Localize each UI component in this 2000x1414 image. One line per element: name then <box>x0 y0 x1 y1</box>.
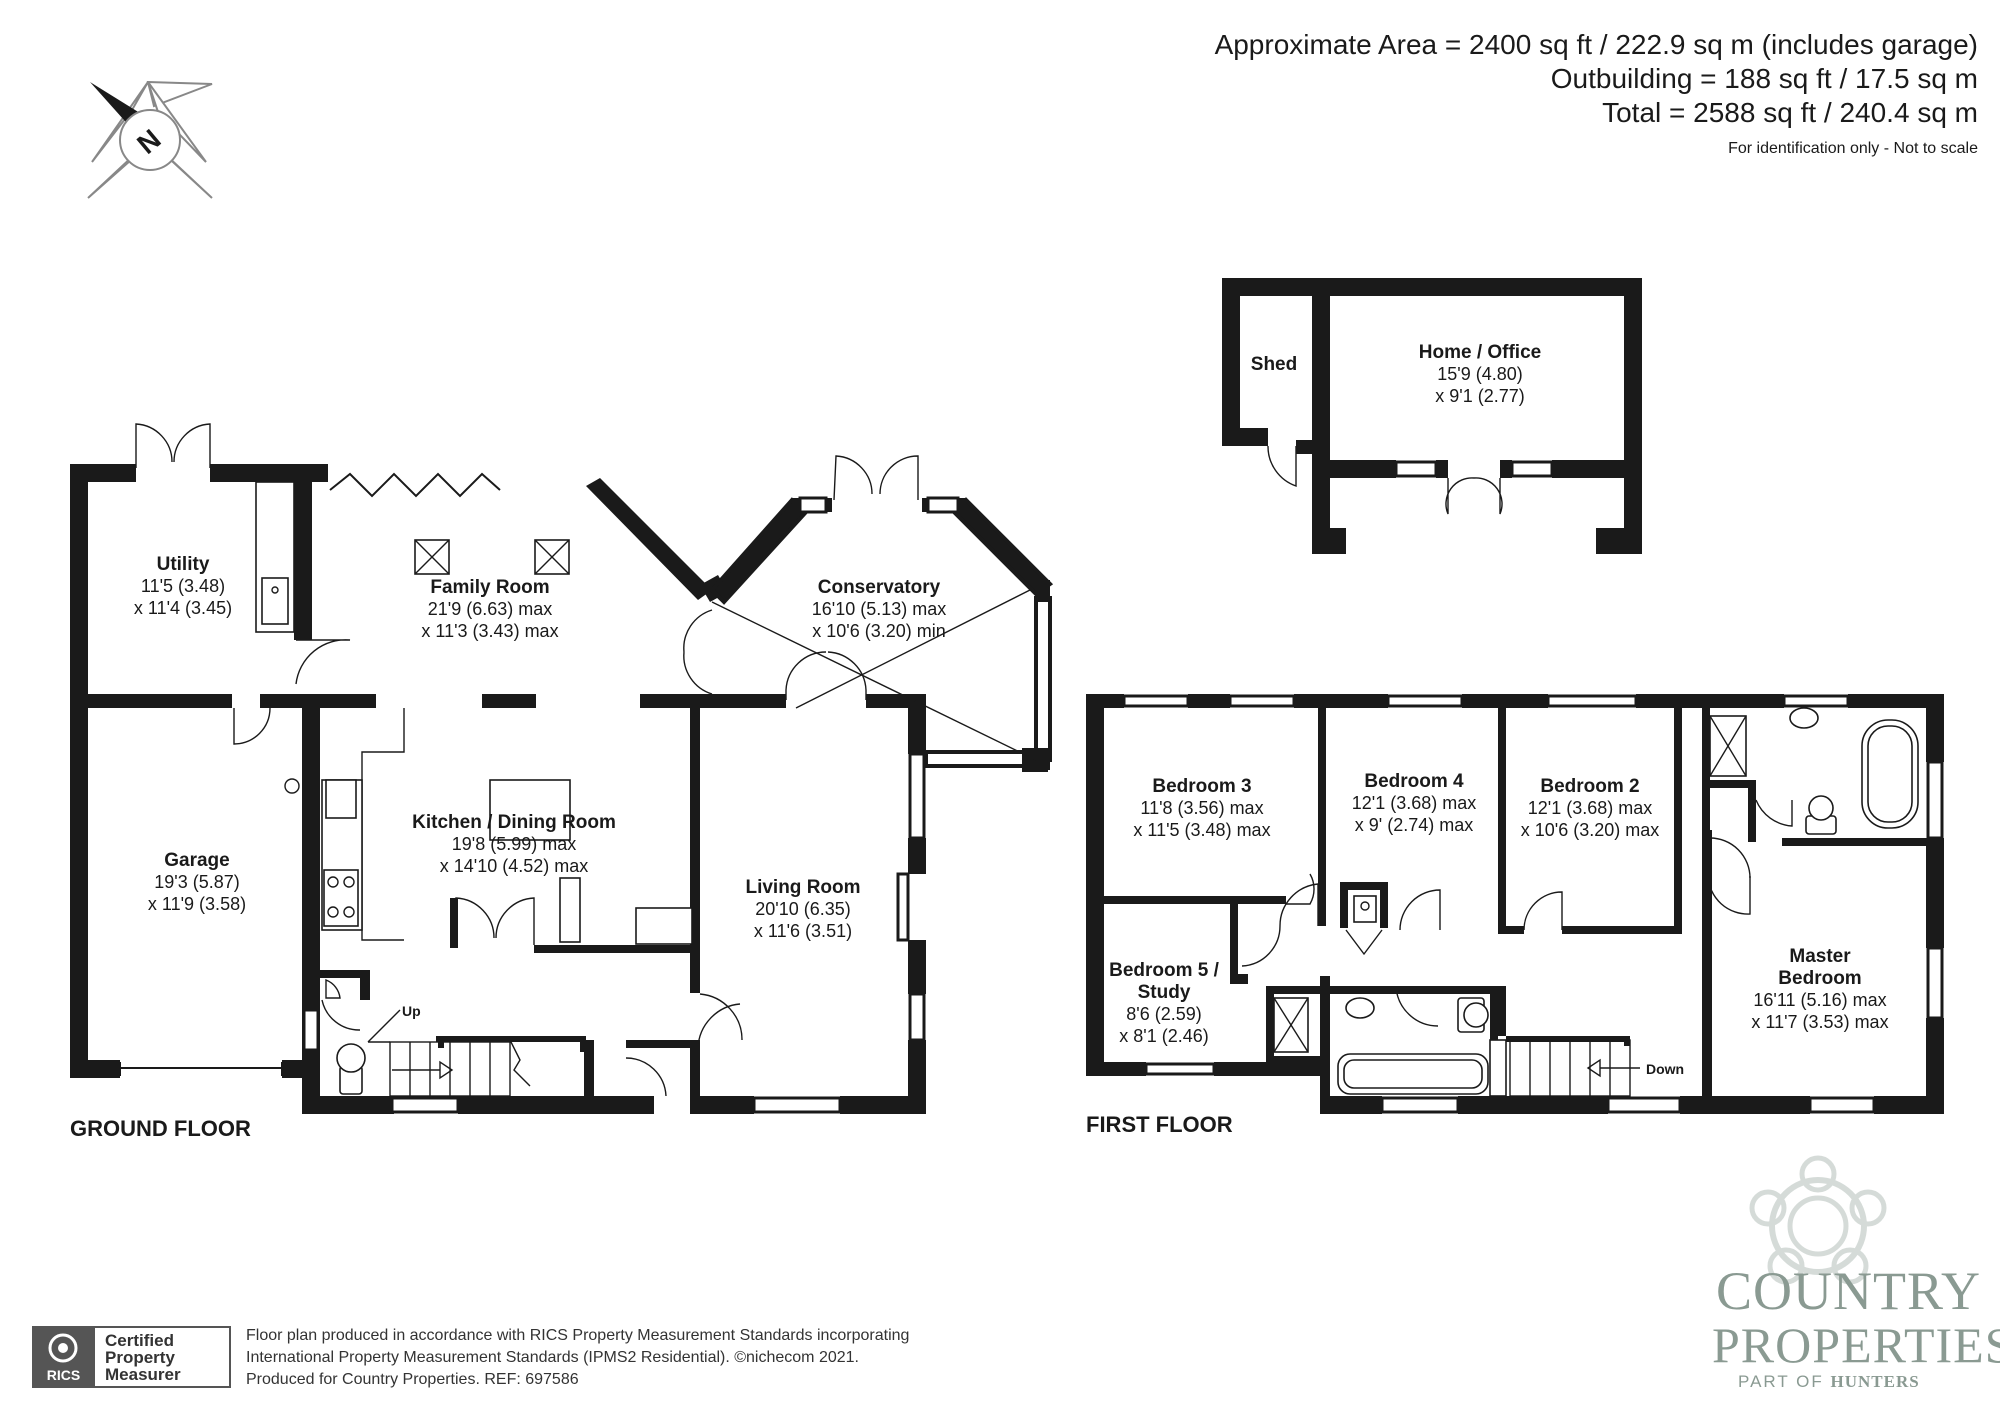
outbuilding-plan <box>1222 278 1642 554</box>
svg-text:16'10 (5.13) max: 16'10 (5.13) max <box>812 599 947 619</box>
identification-note: For identification only - Not to scale <box>1728 140 1978 157</box>
brand-tagline-name: HUNTERS <box>1830 1372 1920 1391</box>
svg-text:x 11'6 (3.51): x 11'6 (3.51) <box>754 921 852 941</box>
svg-text:Bedroom 5 /: Bedroom 5 / <box>1109 960 1220 981</box>
room-label-conservatory: Conservatory 16'10 (5.13) max x 10'6 (3.… <box>812 577 947 641</box>
stairs-up-label: Up <box>402 1003 421 1019</box>
brand-logo-icon <box>1749 1155 1887 1285</box>
svg-text:12'1 (3.68) max: 12'1 (3.68) max <box>1528 798 1653 818</box>
room-label-living-room: Living Room 20'10 (6.35) x 11'6 (3.51) <box>745 877 860 941</box>
sink-icon <box>1789 707 1819 729</box>
toilet-icon <box>336 1043 366 1073</box>
rics-badge-label: RICS <box>46 1367 81 1383</box>
brand-name-line-2: PROPERTIES <box>1712 1317 2000 1373</box>
footer-note-line-2: International Property Measurement Stand… <box>246 1349 859 1366</box>
room-label-kitchen-dining: Kitchen / Dining Room 19'8 (5.99) max x … <box>412 812 616 876</box>
svg-text:Study: Study <box>1138 982 1191 1003</box>
room-label-home-office: Home / Office 15'9 (4.80) x 9'1 (2.77) <box>1419 342 1541 406</box>
room-label-bedroom-4: Bedroom 4 12'1 (3.68) max x 9' (2.74) ma… <box>1352 771 1477 835</box>
svg-text:19'8 (5.99) max: 19'8 (5.99) max <box>452 834 577 854</box>
compass-icon: N <box>87 80 213 199</box>
stairs-down-label: Down <box>1646 1061 1684 1077</box>
brand-name-line-1: COUNTRY <box>1716 1261 1982 1321</box>
first-floor-label: FIRST FLOOR <box>1086 1112 1233 1137</box>
badge-line-1: Certified <box>105 1331 174 1350</box>
room-label-bedroom-2: Bedroom 2 12'1 (3.68) max x 10'6 (3.20) … <box>1521 776 1660 840</box>
ground-floor-plan <box>70 423 1054 1114</box>
footer-note-line-3: Produced for Country Properties. REF: 69… <box>246 1371 579 1388</box>
room-label-garage: Garage 19'3 (5.87) x 11'9 (3.58) <box>148 850 246 914</box>
svg-text:Utility: Utility <box>157 554 210 575</box>
sink-icon <box>1345 997 1375 1019</box>
stairs-first <box>1506 1036 1640 1097</box>
brand-tagline: PART OF HUNTERS <box>1738 1372 1920 1392</box>
room-label-bedroom-3: Bedroom 3 11'8 (3.56) max x 11'5 (3.48) … <box>1133 776 1270 840</box>
svg-text:12'1 (3.68) max: 12'1 (3.68) max <box>1352 793 1477 813</box>
stairs-ground <box>367 1009 586 1097</box>
svg-text:x 11'3 (3.43) max: x 11'3 (3.43) max <box>421 621 558 641</box>
svg-text:20'10 (6.35): 20'10 (6.35) <box>755 899 851 919</box>
ground-floor-label: GROUND FLOOR <box>70 1116 251 1141</box>
area-line-1: Approximate Area = 2400 sq ft / 222.9 sq… <box>1214 29 1978 60</box>
svg-text:15'9 (4.80): 15'9 (4.80) <box>1437 364 1523 384</box>
svg-text:19'3 (5.87): 19'3 (5.87) <box>154 872 240 892</box>
footer-note-line-1: Floor plan produced in accordance with R… <box>246 1327 910 1344</box>
sink-icon <box>325 779 357 819</box>
room-label-shed: Shed <box>1251 354 1297 375</box>
svg-text:x 10'6 (3.20) max: x 10'6 (3.20) max <box>1521 820 1660 840</box>
room-label-utility: Utility 11'5 (3.48) x 11'4 (3.45) <box>134 554 232 618</box>
sink-icon <box>261 577 289 625</box>
svg-text:Kitchen / Dining Room: Kitchen / Dining Room <box>412 812 616 833</box>
svg-text:x 11'5 (3.48) max: x 11'5 (3.48) max <box>1133 820 1270 840</box>
svg-text:x 14'10 (4.52) max: x 14'10 (4.52) max <box>440 856 589 876</box>
svg-text:Living Room: Living Room <box>745 877 860 898</box>
svg-text:x 8'1 (2.46): x 8'1 (2.46) <box>1119 1026 1208 1046</box>
svg-text:x 9' (2.74) max: x 9' (2.74) max <box>1355 815 1473 835</box>
skylight-icon <box>534 539 570 575</box>
svg-text:8'6 (2.59): 8'6 (2.59) <box>1126 1004 1201 1024</box>
footer-note: Floor plan produced in accordance with R… <box>246 1325 909 1391</box>
badge-line-2: Property <box>105 1348 175 1367</box>
svg-text:Bedroom 2: Bedroom 2 <box>1540 776 1639 797</box>
svg-text:Garage: Garage <box>164 850 229 871</box>
badge-line-3: Measurer <box>105 1365 181 1384</box>
svg-text:Home / Office: Home / Office <box>1419 342 1541 363</box>
svg-text:x 9'1 (2.77): x 9'1 (2.77) <box>1435 386 1524 406</box>
svg-text:11'5 (3.48): 11'5 (3.48) <box>141 576 225 596</box>
area-line-2: Outbuilding = 188 sq ft / 17.5 sq m <box>1550 63 1978 94</box>
certified-measurer-badge: Certified Property Measurer <box>95 1326 231 1388</box>
boiler-icon <box>1353 895 1377 923</box>
svg-text:x 11'7 (3.53) max: x 11'7 (3.53) max <box>1751 1012 1888 1032</box>
svg-text:x 11'4 (3.45): x 11'4 (3.45) <box>134 598 232 618</box>
toilet-icon <box>1808 795 1834 821</box>
svg-text:11'8 (3.56) max: 11'8 (3.56) max <box>1140 798 1263 818</box>
svg-text:Family Room: Family Room <box>430 577 549 598</box>
rics-badge: RICS <box>32 1326 95 1388</box>
svg-text:Shed: Shed <box>1251 354 1297 375</box>
svg-text:x 10'6 (3.20) min: x 10'6 (3.20) min <box>812 621 946 641</box>
svg-text:Bedroom: Bedroom <box>1778 968 1861 989</box>
room-label-master-bedroom: Master Bedroom 16'11 (5.16) max x 11'7 (… <box>1751 946 1888 1032</box>
rics-lion-icon <box>48 1333 78 1363</box>
room-label-bedroom-5-study: Bedroom 5 / Study 8'6 (2.59) x 8'1 (2.46… <box>1109 960 1220 1046</box>
svg-text:Bedroom 3: Bedroom 3 <box>1152 776 1251 797</box>
toilet-icon <box>1463 1002 1489 1028</box>
brand-tagline-prefix: PART OF <box>1738 1372 1824 1391</box>
svg-text:Master: Master <box>1789 946 1851 967</box>
svg-text:Bedroom 4: Bedroom 4 <box>1364 771 1464 792</box>
svg-text:Conservatory: Conservatory <box>818 577 941 598</box>
skylight-icon <box>414 539 450 575</box>
svg-text:16'11 (5.16) max: 16'11 (5.16) max <box>1753 990 1886 1010</box>
room-label-family-room: Family Room 21'9 (6.63) max x 11'3 (3.43… <box>421 577 558 641</box>
hob-icon <box>323 869 359 927</box>
svg-text:x 11'9 (3.58): x 11'9 (3.58) <box>148 894 246 914</box>
area-line-3: Total = 2588 sq ft / 240.4 sq m <box>1602 97 1978 128</box>
svg-text:21'9 (6.63) max: 21'9 (6.63) max <box>428 599 553 619</box>
first-floor-plan <box>1086 694 1944 1114</box>
